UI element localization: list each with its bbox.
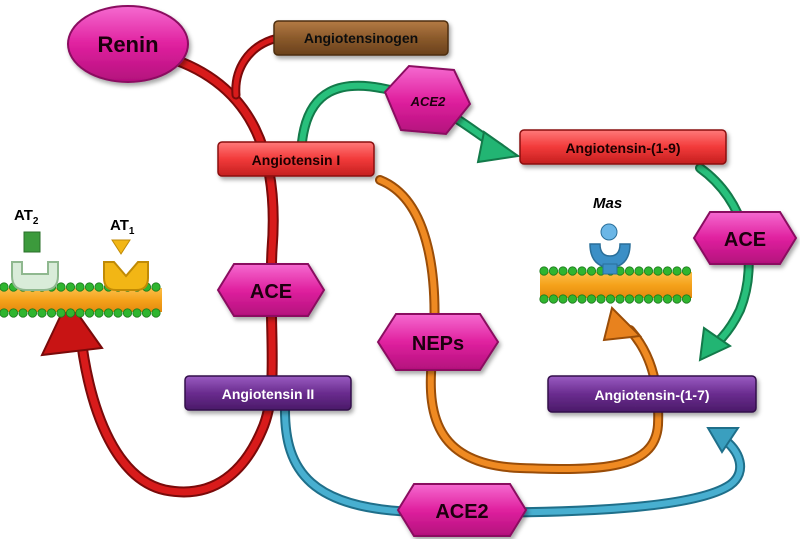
lipid-head-outer xyxy=(662,266,673,276)
lipid-head-outer xyxy=(56,282,66,292)
ace-left-label: ACE xyxy=(250,281,292,303)
lipid-head-inner xyxy=(151,308,161,318)
lipid-head-inner xyxy=(132,308,142,318)
lipid-head-outer xyxy=(624,266,635,276)
lipid-head-inner xyxy=(605,294,616,304)
angiotensin-ii-node: Angiotensin II xyxy=(184,375,352,411)
ace2-conversion-arrowhead xyxy=(476,130,521,164)
lipid-head-inner xyxy=(0,308,9,318)
lipid-head-inner xyxy=(122,308,133,318)
ace2-top-label: ACE2 xyxy=(410,94,446,109)
ace-right-enzyme: ACE xyxy=(692,211,798,265)
ace-right-label: ACE xyxy=(724,229,766,251)
angiotensin-i-label: Angiotensin I xyxy=(252,152,341,168)
lipid-head-inner xyxy=(18,308,28,318)
lipid-head-outer xyxy=(548,266,559,276)
lipid-head-outer xyxy=(653,266,663,276)
angiotensin-ii-label: Angiotensin II xyxy=(222,386,315,402)
ace-left-enzyme: ACE xyxy=(216,263,326,317)
at1-label: AT1 xyxy=(110,217,135,237)
lipid-head-inner xyxy=(37,308,47,318)
mas-receptor: Mas xyxy=(589,195,631,275)
lipid-head-inner xyxy=(75,308,85,318)
angiotensin-i-node: Angiotensin I xyxy=(217,141,375,177)
lipid-head-inner xyxy=(94,308,104,318)
angiotensinogen-connector-core xyxy=(233,35,281,98)
lipid-head-outer xyxy=(75,282,85,292)
lipid-head-inner xyxy=(577,294,587,304)
lipid-head-inner xyxy=(586,294,597,304)
lipid-head-outer xyxy=(558,266,568,276)
lipid-head-inner xyxy=(46,308,57,318)
ace2-bottom-label: ACE2 xyxy=(435,501,488,523)
neps-label: NEPs xyxy=(412,333,464,355)
lipid-head-inner xyxy=(596,294,606,304)
lipid-head-inner xyxy=(615,294,625,304)
lipid-head-inner xyxy=(56,308,66,318)
angiotensin-1-7-node: Angiotensin-(1-7) xyxy=(547,375,757,413)
ace2-bottom-arrowhead xyxy=(706,427,740,454)
angiotensinogen-label: Angiotensinogen xyxy=(304,30,418,46)
lipid-head-outer xyxy=(539,266,549,276)
lipid-head-outer xyxy=(0,282,9,292)
lipid-head-inner xyxy=(681,294,692,304)
neps-enzyme: NEPs xyxy=(376,313,500,371)
lipid-head-outer xyxy=(577,266,587,276)
lipid-head-inner xyxy=(672,294,682,304)
lipid-head-inner xyxy=(113,308,123,318)
ace2-bottom-pathway-arrow-core xyxy=(282,407,743,516)
lipid-head-outer xyxy=(151,282,161,292)
lipid-head-outer xyxy=(634,266,644,276)
renin-label: Renin xyxy=(97,32,158,57)
lipid-head-outer xyxy=(643,266,654,276)
lipid-head-inner xyxy=(653,294,663,304)
lipid-head-inner xyxy=(84,308,95,318)
lipid-head-inner xyxy=(539,294,549,304)
angiotensin-1-9-label: Angiotensin-(1-9) xyxy=(565,140,680,156)
lipid-head-outer xyxy=(84,282,95,292)
angiotensinogen-node: Angiotensinogen xyxy=(273,20,449,56)
lipid-head-inner xyxy=(662,294,673,304)
lipid-head-inner xyxy=(567,294,578,304)
renin-node: Renin xyxy=(67,5,189,83)
lipid-head-outer xyxy=(567,266,578,276)
mas-label: Mas xyxy=(593,195,622,212)
lipid-head-inner xyxy=(8,308,19,318)
at2-label: AT2 xyxy=(14,207,39,227)
ace2-bottom-enzyme: ACE2 xyxy=(396,483,528,537)
angiotensin-1-9-node: Angiotensin-(1-9) xyxy=(519,129,727,165)
lipid-head-outer xyxy=(65,282,76,292)
ace2-top-enzyme: ACE2 xyxy=(383,64,472,136)
at1-receptor: AT1 xyxy=(103,217,149,291)
lipid-head-outer xyxy=(586,266,597,276)
lipid-head-inner xyxy=(27,308,38,318)
lipid-head-outer xyxy=(681,266,692,276)
mas-activation-arrowhead xyxy=(602,306,643,342)
lipid-head-inner xyxy=(643,294,654,304)
at2-receptor: AT2 xyxy=(11,207,59,291)
lipid-head-inner xyxy=(624,294,635,304)
lipid-head-outer xyxy=(672,266,682,276)
lipid-head-inner xyxy=(558,294,568,304)
right-cell-membrane xyxy=(539,266,692,304)
lipid-head-inner xyxy=(65,308,76,318)
at1-activation-arrowhead xyxy=(40,298,104,357)
angiotensin-1-7-label: Angiotensin-(1-7) xyxy=(594,387,709,403)
lipid-head-inner xyxy=(548,294,559,304)
lipid-head-inner xyxy=(103,308,114,318)
ace-1-9-to-1-7-arrowhead xyxy=(698,326,733,362)
lipid-head-inner xyxy=(634,294,644,304)
lipid-head-outer xyxy=(94,282,104,292)
lipid-head-inner xyxy=(141,308,152,318)
